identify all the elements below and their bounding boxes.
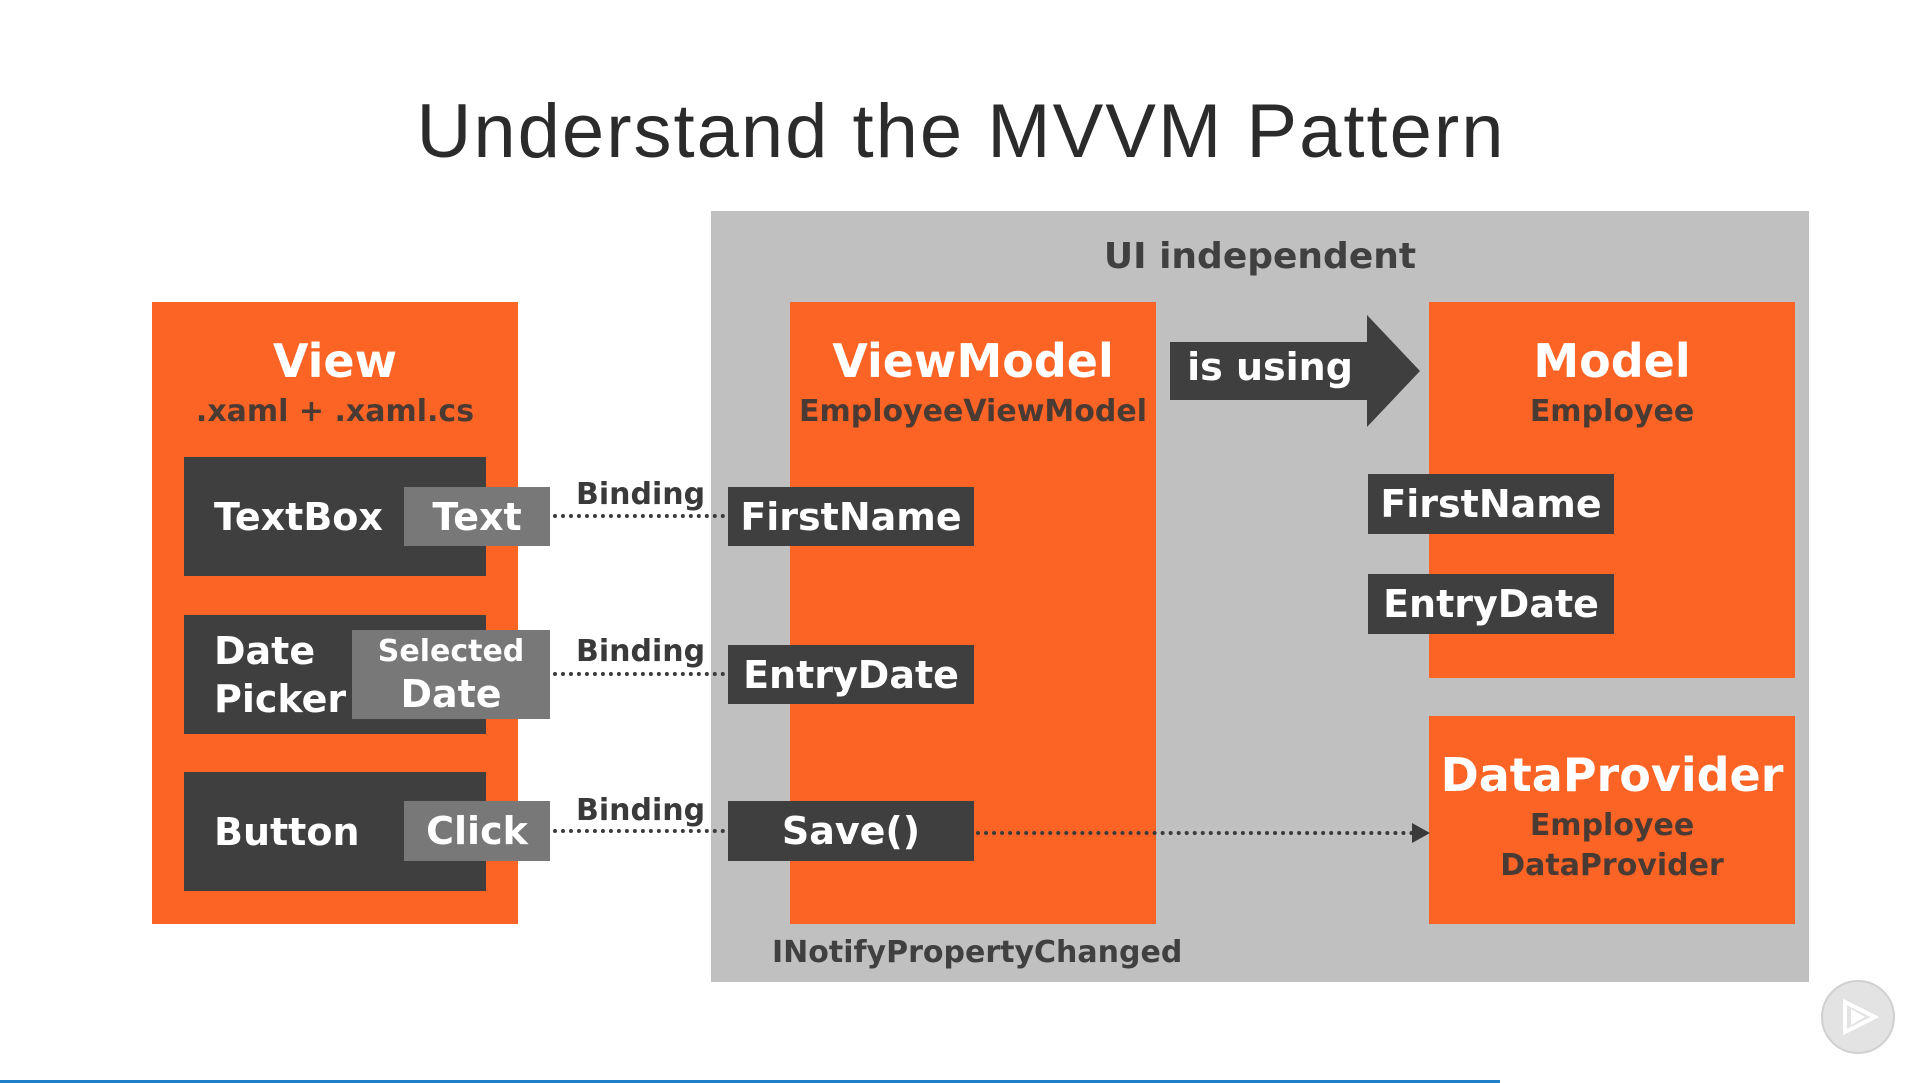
selecteddate-line1: Selected	[377, 634, 525, 669]
model-firstname: FirstName	[1368, 474, 1614, 534]
arrowhead-icon	[1412, 823, 1430, 843]
binding-label-1: Binding	[576, 477, 706, 512]
page-title: Understand the MVVM Pattern	[416, 89, 1506, 174]
button-label: Button	[214, 810, 360, 854]
viewmodel-title: ViewModel	[832, 334, 1114, 388]
is-using-arrow-icon	[1170, 315, 1420, 427]
model-entrydate: EntryDate	[1368, 574, 1614, 634]
is-using-label: is using	[1187, 345, 1353, 389]
progress-line	[0, 1080, 1500, 1083]
viewmodel-firstname: FirstName	[728, 487, 974, 546]
inotifypropertychanged-label: INotifyPropertyChanged	[772, 935, 1183, 970]
binding-line-1	[553, 514, 725, 518]
binding-label-3: Binding	[576, 793, 706, 828]
datepicker-label-line1: Date	[214, 629, 316, 673]
view-subtitle: .xaml + .xaml.cs	[195, 394, 475, 429]
button-click-property: Click	[404, 801, 550, 861]
play-logo-icon[interactable]	[1821, 980, 1895, 1054]
datepicker-selecteddate-property: Selected Date	[352, 630, 550, 719]
dataprovider-subtitle-line2: DataProvider	[1500, 848, 1724, 883]
datepicker-label-line2: Picker	[214, 677, 347, 721]
viewmodel-entrydate: EntryDate	[728, 645, 974, 704]
textbox-text-property: Text	[404, 487, 550, 546]
textbox-label: TextBox	[214, 495, 383, 539]
dataprovider-title: DataProvider	[1440, 748, 1784, 802]
model-subtitle: Employee	[1529, 394, 1695, 429]
view-title: View	[272, 334, 398, 388]
dataprovider-subtitle-line1: Employee	[1529, 808, 1695, 843]
viewmodel-save: Save()	[728, 801, 974, 861]
selecteddate-line2: Date	[400, 672, 502, 716]
binding-label-2: Binding	[576, 634, 706, 669]
ui-independent-label: UI independent	[1103, 236, 1417, 277]
textbox-control: TextBox	[184, 457, 486, 576]
save-to-dataprovider-line	[976, 831, 1414, 835]
binding-line-2	[553, 672, 725, 676]
viewmodel-subtitle: EmployeeViewModel	[799, 394, 1147, 429]
binding-line-3	[553, 829, 725, 833]
model-title: Model	[1533, 334, 1691, 388]
dataprovider-box: DataProvider Employee DataProvider	[1429, 716, 1795, 924]
